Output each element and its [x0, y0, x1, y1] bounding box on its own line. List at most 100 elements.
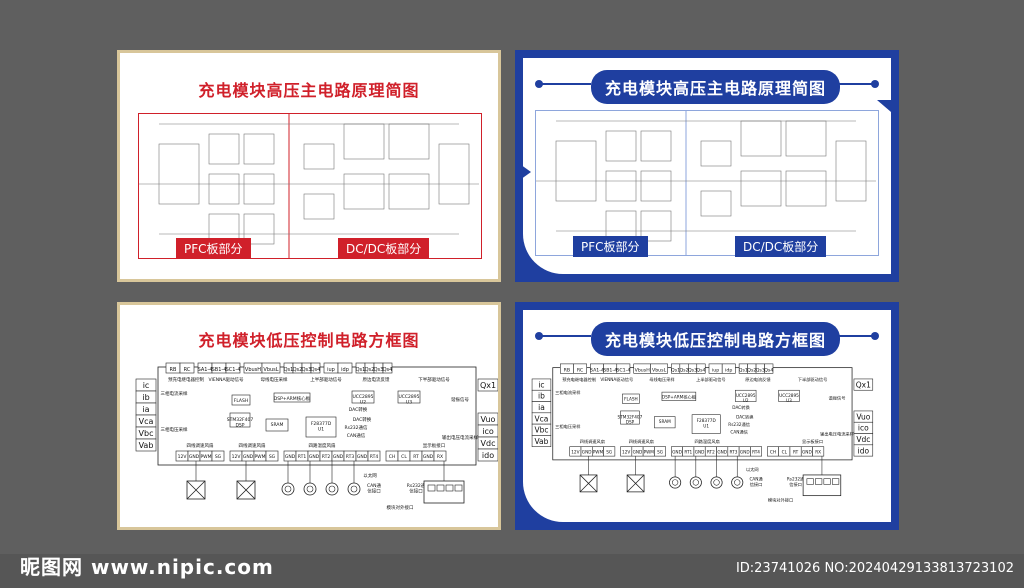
top-cell: [382, 362, 393, 374]
chip-label: F28377D: [697, 418, 716, 423]
top-cell-label: SC1-4: [226, 367, 241, 373]
right-desc: 谐振信号: [451, 396, 469, 403]
display-board: [423, 480, 465, 504]
left-cell-label: ic: [143, 381, 150, 390]
top-cell-label: SB1-4: [212, 367, 227, 373]
top-cell: [261, 362, 281, 374]
note: CAN通信: [347, 432, 366, 439]
top-cell-label: iup: [327, 367, 335, 373]
bottom-cell-label: 12V: [622, 449, 630, 454]
bottom-cell: [654, 446, 666, 457]
top-cell-label: Qs3: [374, 367, 384, 373]
top-cell: [650, 363, 668, 374]
hv-title-blue: 充电模块高压主电路原理简图: [591, 70, 841, 104]
right-cell-label: ico: [858, 424, 869, 433]
note: 信接口: [409, 488, 423, 495]
top-desc: 原边电流反馈: [745, 376, 771, 383]
temp-sensor-icon-inner: [284, 485, 292, 493]
left-cell: [135, 438, 157, 452]
top-cell-label: Qs1: [739, 367, 748, 373]
bottom-cell-label: 12V: [178, 454, 188, 460]
bottom-cell-label: PWM: [200, 454, 211, 460]
temp-sensor-icon: [689, 476, 702, 489]
pfc-label-red: PFC板部分: [176, 238, 251, 259]
bottom-cell-label: CH: [770, 449, 776, 454]
top-cell-label: SB1-4: [603, 367, 617, 373]
temp-sensor-icon-inner: [713, 479, 720, 486]
dcdc-label-blue: DC/DC板部分: [735, 236, 827, 257]
display-digit: [823, 478, 831, 485]
right-cell: [477, 448, 498, 462]
temp-sensor-icon-inner: [734, 479, 741, 486]
bottom-cell-label: RT3: [730, 449, 738, 454]
bottom-desc: 四线调速风扇: [580, 438, 605, 445]
pfc-label-blue: PFC板部分: [573, 236, 648, 257]
right-desc: 输出电压电流采样: [820, 430, 854, 437]
note: Rs232通信: [728, 421, 750, 428]
top-cell-label: Qs4: [311, 367, 321, 373]
bottom-cell-label: RT3: [346, 454, 355, 460]
lv-title-red: 充电模块低压控制电路方框图: [198, 331, 420, 350]
top-cell-label: VbusH: [635, 367, 651, 373]
bottom-cell-label: PWM: [593, 449, 604, 454]
left-cell-label: Vab: [535, 437, 549, 446]
top-cell-label: Qs3: [688, 367, 697, 373]
temp-sensor-icon: [303, 482, 317, 496]
display-digit: [436, 484, 445, 492]
right-cell-label: ido: [482, 451, 494, 460]
chip: [273, 392, 311, 403]
temp-sensor-icon: [710, 476, 723, 489]
bottom-cell-label: GND: [243, 454, 254, 460]
note: CAN通: [367, 482, 382, 489]
note: 模块对外接口: [768, 496, 793, 503]
chip: [778, 389, 800, 402]
temp-sensor-icon-inner: [672, 479, 679, 486]
hv-panel-red: 充电模块高压主电路原理简图 PFC板部分 DC/DC板部分: [117, 50, 501, 282]
bottom-cell-label: SG: [269, 454, 276, 460]
triangle-right-deco: [877, 100, 891, 112]
top-desc: 下半部驱动信号: [798, 376, 828, 383]
note: DAC转换: [353, 416, 372, 423]
left-desc: 三相电流采样: [161, 390, 188, 397]
note: Rs232通: [787, 476, 805, 483]
hv-circuit-drawing-blue: [536, 111, 876, 255]
chip-label: DSP+ARM核心板: [274, 395, 311, 402]
top-cell: [573, 363, 587, 374]
note: Rs232通: [407, 482, 426, 489]
top-desc: 上半部驱动信号: [310, 376, 342, 383]
chip-label: SRAM: [659, 419, 671, 424]
top-cell-label: Qs3: [302, 367, 312, 373]
left-cell-label: ib: [538, 392, 545, 401]
deco-line-right: [831, 83, 875, 85]
top-cell-label: RB: [564, 367, 570, 373]
bottom-cell-label: RX: [815, 449, 821, 454]
deco-dot-left-2: [535, 332, 543, 340]
bottom-cell-label: SG: [606, 449, 612, 454]
left-desc: 三相电压采样: [161, 426, 188, 433]
top-cell-label: iup: [712, 367, 719, 373]
temp-sensor-icon: [731, 476, 744, 489]
top-cell-label: SA1-4: [198, 367, 213, 373]
bottom-cell-label: GND: [357, 454, 368, 460]
temp-sensor-icon-inner: [692, 479, 699, 486]
bottom-cell-label: CL: [782, 449, 788, 454]
hv-circuit-red: [138, 113, 482, 259]
temp-sensor-icon: [347, 482, 361, 496]
chip: [661, 391, 697, 401]
right-desc: 输出电压电流采样: [442, 434, 478, 441]
chip: [305, 416, 337, 438]
top-cell-label: Qs1: [284, 367, 294, 373]
display-board: [802, 474, 842, 497]
bottom-cell-label: 12V: [571, 449, 579, 454]
left-cell-label: Vca: [535, 414, 549, 423]
right-cell-label: ico: [482, 427, 494, 436]
bottom-desc: 四线调速风扇: [629, 438, 654, 445]
fan-icon-stroke: [186, 480, 206, 500]
left-cell-label: ib: [142, 393, 149, 402]
temp-sensor-icon: [281, 482, 295, 496]
bottom-cell: [603, 446, 616, 457]
note: 以太网: [363, 472, 377, 479]
bottom-cell-label: RT1: [298, 454, 307, 460]
bottom-cell-label: CL: [401, 454, 407, 460]
